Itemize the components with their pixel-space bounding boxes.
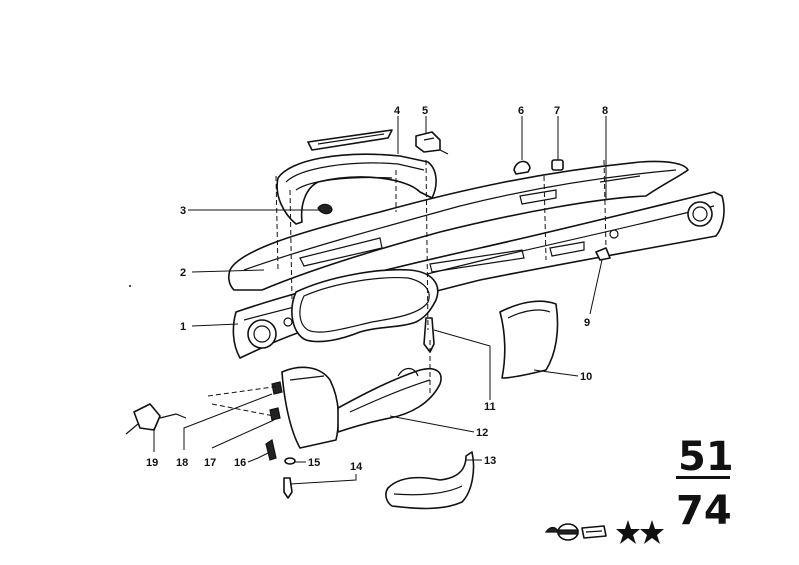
page-number-divider: [676, 476, 730, 479]
assembly-lines: [207, 159, 607, 417]
dashboard-pad: [228, 160, 689, 291]
curved-trim: [385, 451, 475, 510]
side-trim: [499, 300, 559, 379]
instrument-surround: [291, 268, 439, 343]
callout-6: 6: [518, 105, 524, 117]
page-number: 51 74: [676, 434, 734, 534]
callout-18: 18: [176, 457, 188, 469]
callout-1: 1: [180, 321, 186, 333]
bracket-part-19: [125, 403, 187, 435]
callout-8: 8: [602, 105, 608, 117]
cap-part-7: [551, 159, 564, 171]
callout-16: 16: [234, 457, 246, 469]
callout-2: 2: [180, 267, 186, 279]
callout-5: 5: [422, 105, 428, 117]
top-trim-strip: [307, 129, 393, 151]
vehicle-silhouette-icon: [544, 523, 607, 541]
callout-12: 12: [476, 427, 488, 439]
callout-4: 4: [394, 105, 401, 117]
callout-3: 3: [180, 205, 186, 217]
star-icon: [640, 520, 664, 544]
stray-dot: [129, 285, 131, 287]
callout-10: 10: [580, 371, 592, 383]
callout-19: 19: [146, 457, 158, 469]
pin-part-16: [265, 439, 277, 461]
callout-labels: 1 2 3 4 5 6 7 8 9 10 11 12 13 14 15 16 1…: [146, 105, 608, 473]
callout-14: 14: [350, 461, 363, 473]
leader-lines: [153, 116, 607, 485]
callout-13: 13: [484, 455, 496, 467]
knob-part-6: [513, 160, 531, 175]
page-number-top: 51: [678, 434, 734, 480]
screw-part-14: [283, 477, 293, 499]
callout-17: 17: [204, 457, 216, 469]
lower-cover-left: [269, 366, 340, 449]
screw-part-11: [423, 317, 435, 353]
star-icon: [616, 520, 640, 544]
page-number-bottom: 74: [676, 488, 732, 534]
callout-15: 15: [308, 457, 320, 469]
model-symbols: [544, 520, 664, 544]
lower-cover-right: [337, 367, 442, 433]
callout-9: 9: [584, 317, 590, 329]
clip-part-5: [415, 131, 449, 155]
clip-part-9: [595, 247, 611, 261]
callout-11: 11: [484, 401, 496, 413]
callout-7: 7: [554, 105, 560, 117]
washer-part-15: [284, 457, 296, 465]
